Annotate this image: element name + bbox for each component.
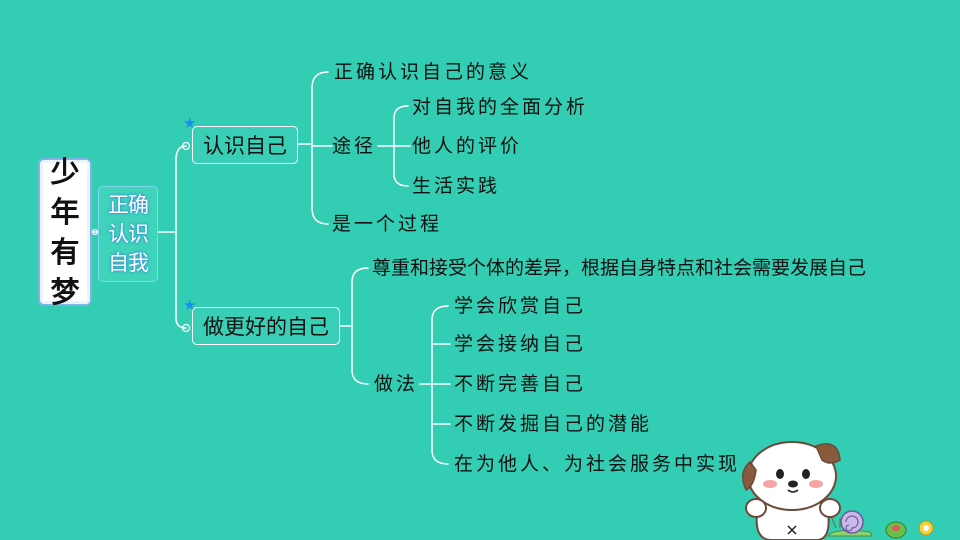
node-method: 不断发掘自己的潜能 — [454, 413, 653, 435]
branch-know-yourself: 认识自己 — [192, 126, 298, 164]
node-respect: 尊重和接受个体的差异，根据自身特点和社会需要发展自己 — [372, 257, 867, 279]
cartoon-dog-illustration — [742, 441, 934, 540]
node-method-label: 做法 — [374, 373, 419, 395]
subtopic-line: 自我 — [108, 250, 149, 275]
root-char: 年 — [50, 195, 80, 229]
node-method: 学会欣赏自己 — [454, 295, 587, 317]
root-char: 少 — [50, 155, 80, 189]
node-method: 不断完善自己 — [454, 373, 587, 395]
root-char: 有 — [50, 235, 80, 269]
root-char: 梦 — [50, 275, 80, 309]
node-meaning: 正确认识自己的意义 — [334, 61, 533, 83]
node-method: 在为他人、为社会服务中实现 — [454, 453, 741, 475]
branch-better-self: 做更好的自己 — [192, 307, 340, 345]
snail-icon — [826, 510, 873, 537]
subtopic-line: 正确 — [108, 192, 149, 217]
shell-icon — [885, 521, 907, 539]
flower-icon — [918, 520, 934, 536]
subtopic-box: 正确 认识 自我 — [98, 186, 158, 282]
dog-icon — [742, 441, 841, 540]
subtopic-line: 认识 — [108, 221, 149, 246]
node-way: 生活实践 — [412, 175, 501, 197]
node-way-label: 途径 — [332, 135, 377, 157]
root-topic: 少 年 有 梦 — [38, 155, 92, 309]
node-way: 对自我的全面分析 — [412, 96, 589, 118]
node-way: 他人的评价 — [412, 135, 523, 157]
node-process: 是一个过程 — [332, 213, 443, 235]
node-method: 学会接纳自己 — [454, 333, 587, 355]
